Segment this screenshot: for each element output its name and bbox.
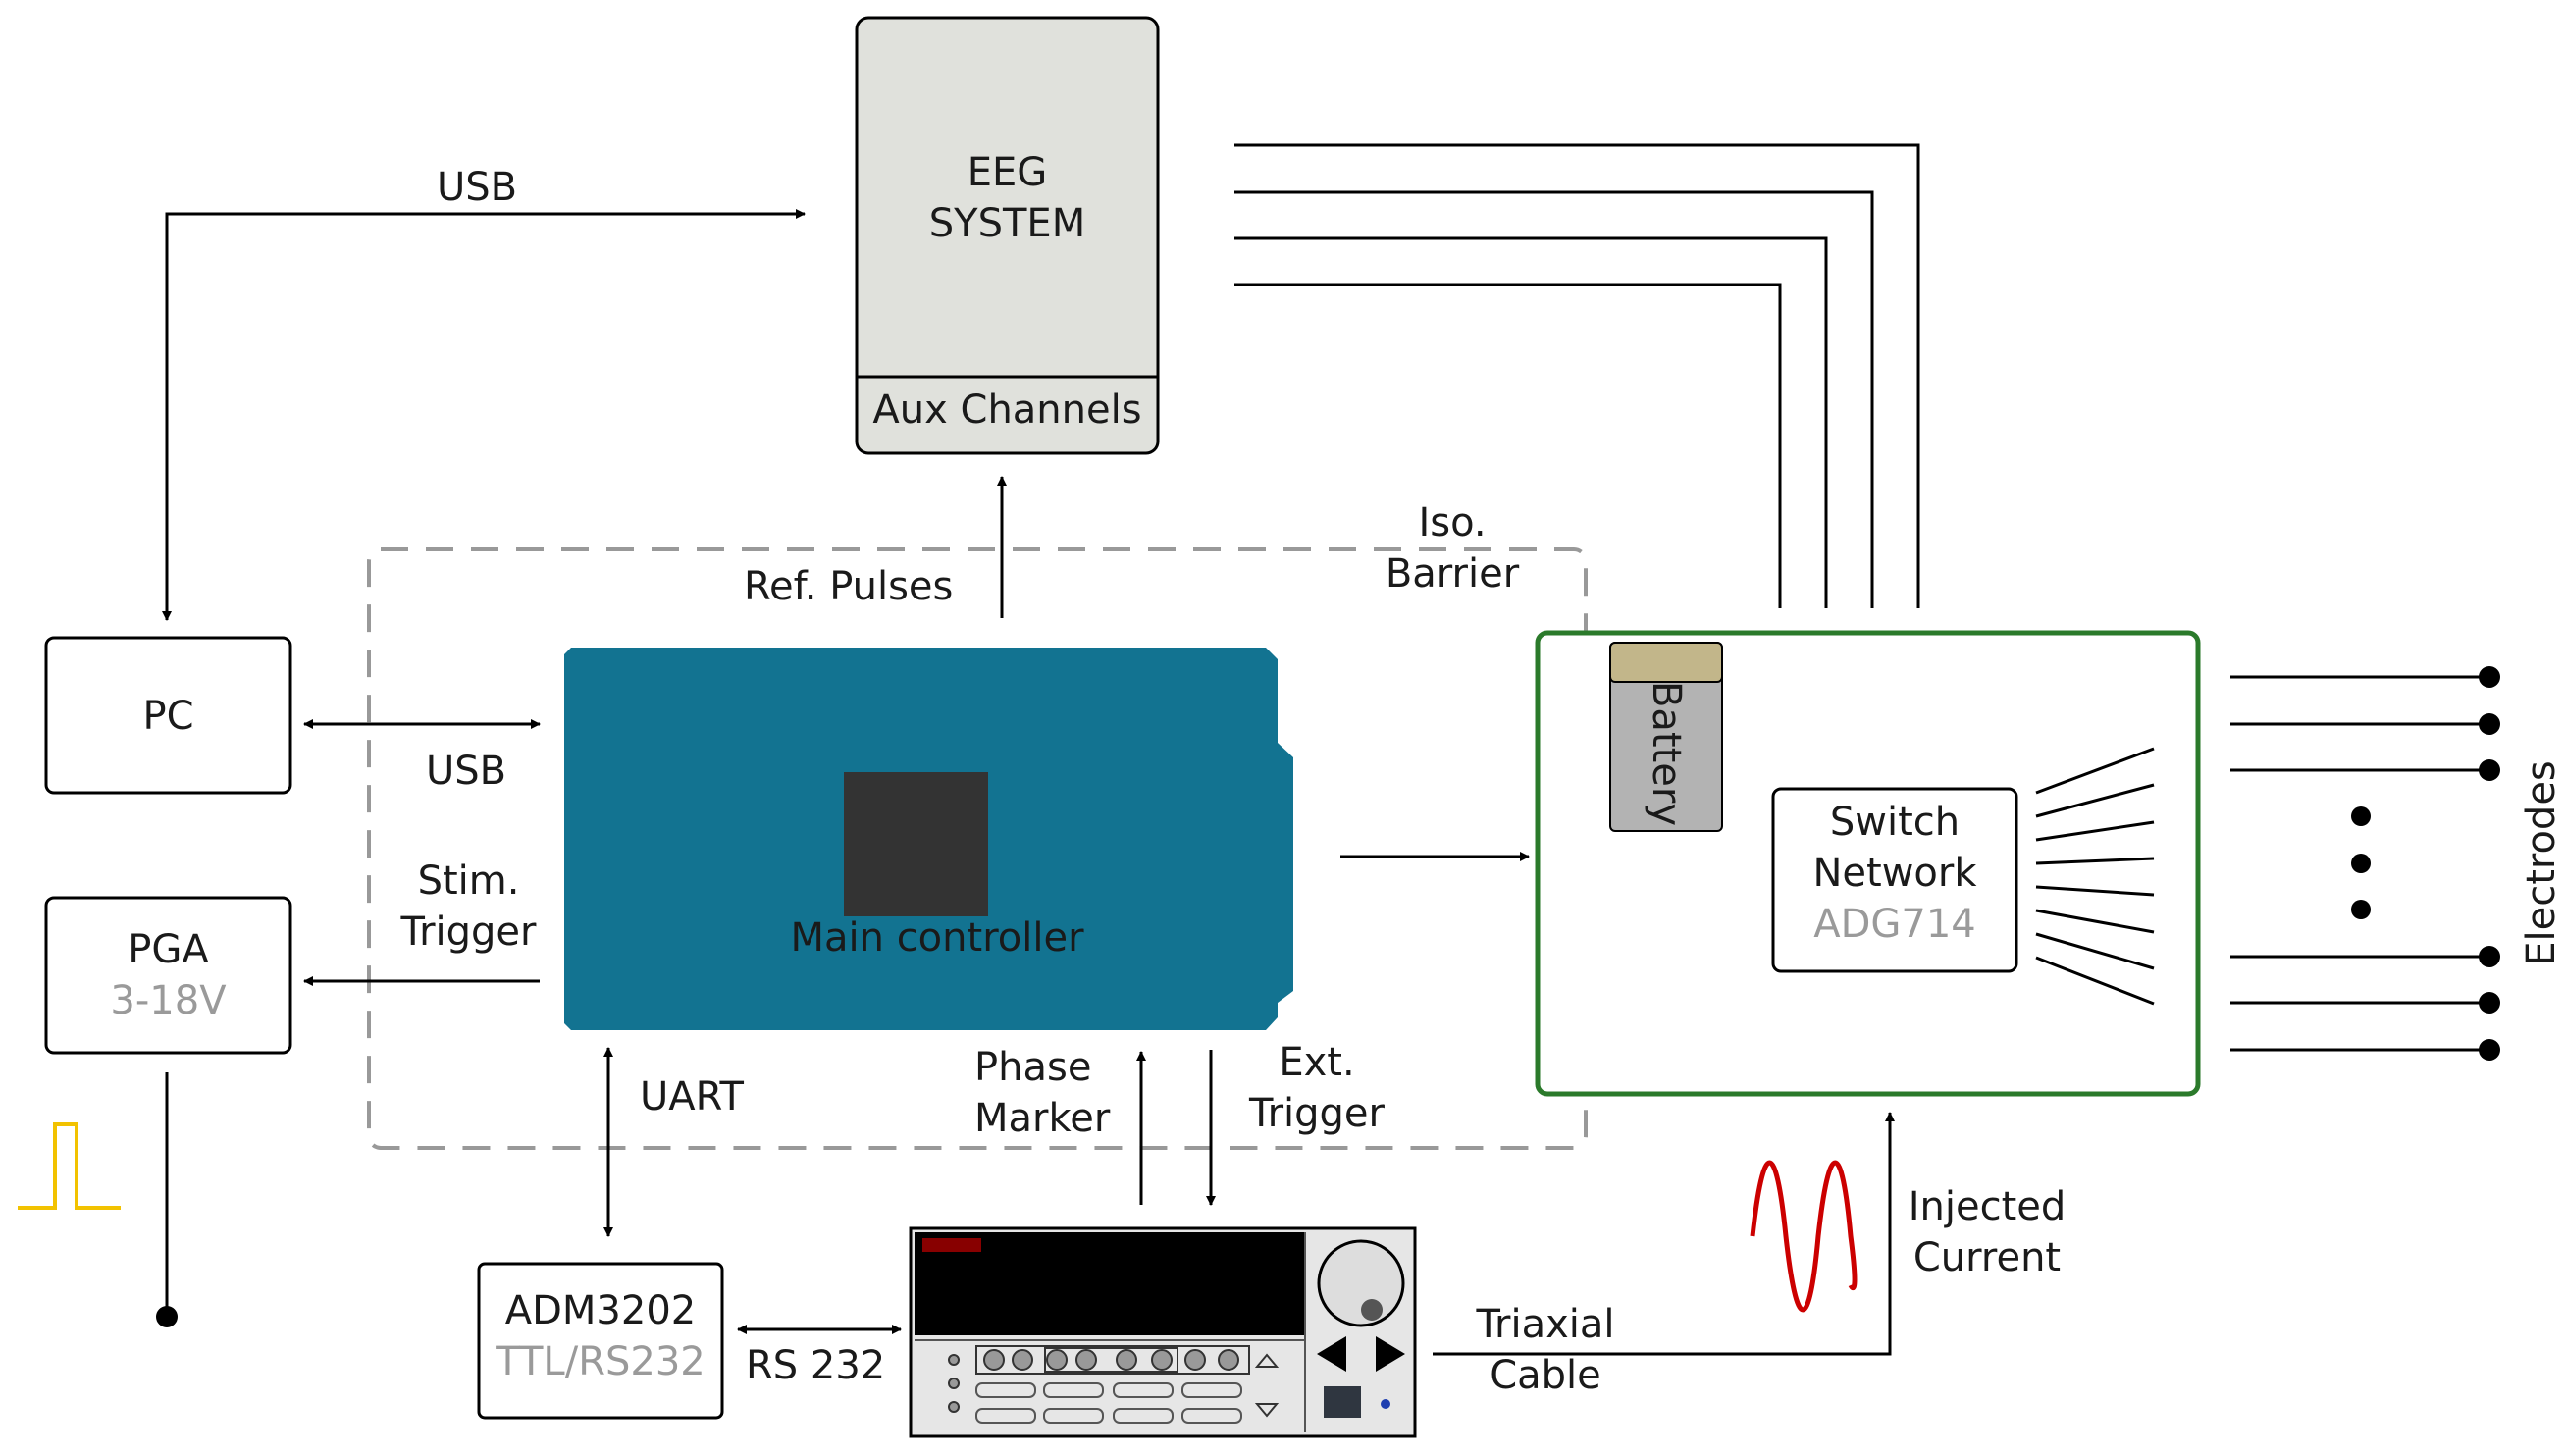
ref-pulses-label: Ref. Pulses bbox=[744, 564, 954, 609]
pga-range: 3-18V bbox=[110, 978, 227, 1023]
pga-name: PGA bbox=[128, 927, 209, 972]
switch-part: ADG714 bbox=[1813, 902, 1976, 947]
adm-name: ADM3202 bbox=[504, 1288, 697, 1333]
rs232-label: RS 232 bbox=[746, 1343, 886, 1388]
battery-label: Battery bbox=[1644, 680, 1689, 827]
phase-marker-label: Phase Marker bbox=[974, 1042, 1110, 1144]
eeg-title-line1: EEG bbox=[967, 150, 1048, 195]
connection-arrows bbox=[162, 209, 1895, 1356]
uart-label: UART bbox=[640, 1074, 744, 1119]
meter-knob bbox=[1317, 1239, 1405, 1327]
controller-chip bbox=[844, 772, 988, 916]
usb-top-label: USB bbox=[437, 165, 518, 210]
adm3202-label: ADM3202 TTL/RS232 bbox=[479, 1285, 722, 1387]
stim-pulse-icon bbox=[18, 1122, 121, 1210]
triaxial-cable-arrow bbox=[1433, 1112, 1895, 1356]
eeg-system-block bbox=[855, 16, 1160, 455]
switch-network-block bbox=[1771, 787, 2018, 973]
electrode-terminals bbox=[2479, 666, 2500, 1061]
electrode-lines bbox=[2230, 675, 2487, 1052]
ext-trigger-label: Ext. Trigger bbox=[1238, 1037, 1395, 1139]
main-controller-board bbox=[564, 648, 1293, 1030]
eeg-aux-channels: Aux Channels bbox=[872, 388, 1142, 433]
battery bbox=[1609, 642, 1723, 832]
triax-line1: Triaxial bbox=[1476, 1302, 1615, 1347]
source-meter-instrument bbox=[909, 1226, 1417, 1438]
inj-line2: Current bbox=[1912, 1235, 2062, 1280]
inj-line1: Injected bbox=[1908, 1184, 2067, 1229]
iso-line1: Iso. bbox=[1418, 500, 1487, 546]
pga-block bbox=[44, 896, 292, 1055]
switch-line2: Network bbox=[1812, 851, 1977, 896]
sine-wave-icon bbox=[1750, 1160, 1858, 1313]
stim-trigger-label: Stim. Trigger bbox=[392, 856, 545, 958]
triaxial-cable-label: Triaxial Cable bbox=[1462, 1299, 1629, 1401]
pc-block bbox=[44, 636, 292, 795]
triax-line2: Cable bbox=[1490, 1353, 1601, 1398]
switch-network-label: Switch Network ADG714 bbox=[1773, 797, 2016, 950]
iso-line2: Barrier bbox=[1385, 551, 1520, 597]
usb-pc-eeg-arrow bbox=[162, 209, 806, 621]
adm3202-block bbox=[477, 1262, 724, 1420]
usb-pc-label: USB bbox=[426, 749, 507, 794]
ellipsis-dots bbox=[2351, 806, 2371, 919]
adm-sub: TTL/RS232 bbox=[496, 1339, 706, 1384]
iso-barrier-label: Iso. Barrier bbox=[1354, 497, 1550, 599]
pga-label: PGA 3-18V bbox=[46, 924, 290, 1026]
phase-line2: Marker bbox=[974, 1096, 1111, 1141]
ext-line1: Ext. bbox=[1279, 1040, 1355, 1085]
stim-line2: Trigger bbox=[400, 910, 537, 955]
pc-label: PC bbox=[142, 694, 194, 739]
main-controller-label: Main controller bbox=[790, 915, 1084, 961]
ext-line2: Trigger bbox=[1249, 1091, 1385, 1136]
eeg-to-switch-lines bbox=[1234, 143, 1920, 608]
pga-output-terminal bbox=[156, 1306, 178, 1327]
electrodes-label: Electrodes bbox=[2519, 760, 2564, 966]
switch-line1: Switch bbox=[1829, 800, 1961, 845]
eeg-title: EEG SYSTEM bbox=[857, 147, 1158, 249]
stim-line1: Stim. bbox=[417, 858, 520, 904]
injected-current-label: Injected Current bbox=[1894, 1181, 2080, 1283]
phase-line1: Phase bbox=[974, 1045, 1092, 1090]
meter-display-accent bbox=[922, 1238, 981, 1252]
eeg-title-line2: SYSTEM bbox=[928, 201, 1086, 246]
switch-fan-lines bbox=[2035, 747, 2155, 1006]
